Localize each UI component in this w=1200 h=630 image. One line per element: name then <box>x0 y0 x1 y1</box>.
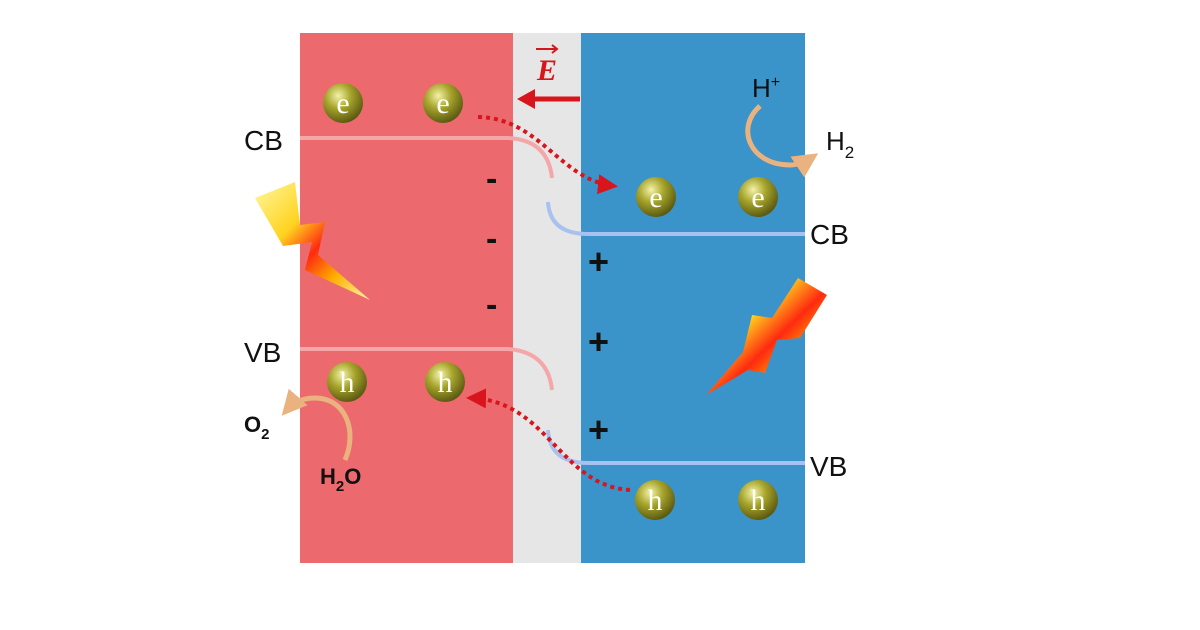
right-electron-1: e <box>636 177 676 217</box>
svg-text:h: h <box>340 366 355 399</box>
right-electron-2: e <box>738 177 778 217</box>
left-hole-1: h <box>327 362 367 402</box>
field-vector-overbar-icon <box>536 44 559 54</box>
left-vb-label: VB <box>244 337 281 368</box>
oxygen-evolution-arrow <box>281 388 353 461</box>
right-charge-plus-2: + <box>588 321 609 362</box>
field-arrow-icon <box>517 89 580 109</box>
right-semiconductor-region <box>581 33 805 563</box>
oxygen-label: O2 <box>244 412 269 443</box>
right-hole-2: h <box>738 480 778 520</box>
svg-text:e: e <box>649 181 662 214</box>
right-charge-plus-3: + <box>588 409 609 450</box>
right-cb-band-line <box>546 201 805 236</box>
right-cb-label: CB <box>810 219 849 250</box>
hydrogen-evolution-arrow <box>745 104 819 178</box>
water-label: H2O <box>320 464 361 495</box>
left-vb-band-line <box>300 347 554 391</box>
left-charge-minus-3: - <box>486 286 497 324</box>
left-cb-label: CB <box>244 125 283 156</box>
left-charge-minus-1: - <box>486 160 497 198</box>
field-symbol: E <box>536 54 557 87</box>
left-charge-minus-2: - <box>486 220 497 258</box>
left-hole-2: h <box>425 362 465 402</box>
hydrogen-label: H2 <box>826 126 854 162</box>
right-charge-plus-1: + <box>588 241 609 282</box>
electron-transfer-arrow <box>477 115 618 195</box>
svg-text:e: e <box>436 87 449 120</box>
svg-text:e: e <box>751 181 764 214</box>
lightning-bolt-icon <box>255 182 370 300</box>
left-cb-band-line <box>300 136 554 179</box>
svg-text:e: e <box>336 87 349 120</box>
left-electron-2: e <box>423 83 463 123</box>
right-vb-label: VB <box>810 451 847 482</box>
hole-transfer-arrow <box>466 388 631 492</box>
interface-region <box>513 33 581 563</box>
svg-text:h: h <box>751 484 766 517</box>
lightning-bolt-icon <box>706 278 827 395</box>
proton-label: H+ <box>752 73 780 103</box>
right-hole-1: h <box>635 480 675 520</box>
svg-text:h: h <box>648 484 663 517</box>
left-electron-1: e <box>323 83 363 123</box>
svg-text:h: h <box>438 366 453 399</box>
